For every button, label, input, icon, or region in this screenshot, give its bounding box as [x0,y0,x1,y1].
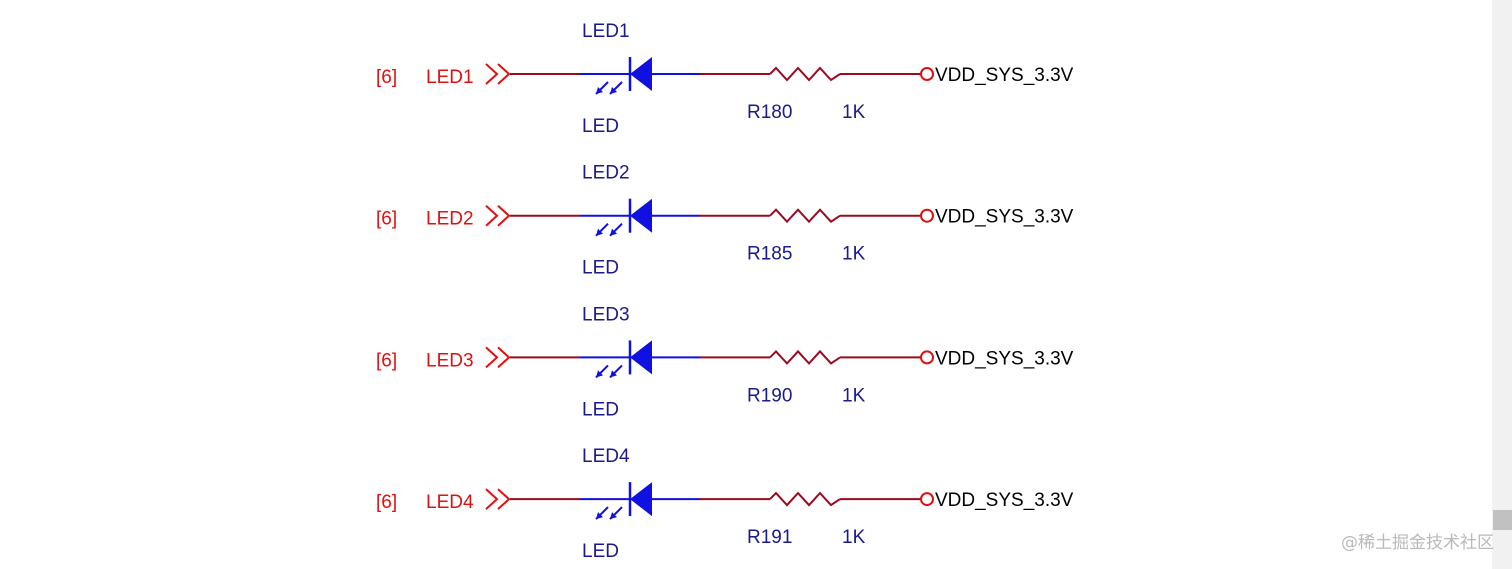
resistor-designator: R185 [747,244,792,265]
resistor-value: 1K [842,385,866,406]
port-connector-icon [485,488,511,510]
led-diode-icon [630,57,652,91]
sheet-reference: [6] [376,350,397,371]
led-diode-icon [630,198,652,233]
power-net-label: VDD_SYS_3.3V [935,65,1074,86]
led-value: LED [582,399,619,420]
scrollbar-thumb[interactable] [1493,510,1512,530]
led-designator: LED1 [582,21,630,42]
resistor-value: 1K [842,102,866,123]
power-net-label: VDD_SYS_3.3V [935,207,1074,228]
led-diode-icon [630,482,652,517]
port-connector-icon [485,63,511,85]
net-label: LED3 [426,350,474,371]
power-net-label: VDD_SYS_3.3V [935,348,1074,369]
resistor-icon [769,491,841,507]
arrow-head-icon [610,512,617,520]
resistor-designator: R191 [747,527,792,548]
arrow-head-icon [610,228,617,236]
scrollbar-track[interactable] [1492,0,1512,569]
sheet-reference: [6] [376,492,397,513]
net-label: LED1 [426,67,474,88]
led-designator: LED2 [582,163,630,184]
led-designator: LED4 [582,446,630,467]
arrow-head-icon [610,87,617,94]
power-terminal-icon [920,492,934,507]
led-diode-icon [630,340,652,375]
watermark-text: @稀土掘金技术社区 [1341,533,1494,553]
arrow-head-icon [596,87,603,94]
led-value: LED [582,116,619,137]
arrow-head-icon [596,370,603,378]
resistor-icon [769,208,841,224]
net-label: LED2 [426,209,474,230]
arrow-head-icon [596,512,603,520]
arrow-head-icon [596,228,603,236]
sheet-reference: [6] [376,209,397,230]
sheet-reference: [6] [376,67,397,88]
port-connector-icon [485,346,511,369]
power-net-label: VDD_SYS_3.3V [935,490,1074,511]
resistor-icon [769,66,841,82]
power-terminal-icon [920,208,934,223]
power-terminal-icon [920,350,934,365]
arrow-head-icon [610,370,617,378]
led-designator: LED3 [582,304,630,325]
resistor-value: 1K [842,244,866,265]
power-terminal-icon [920,67,934,81]
led-value: LED [582,258,619,279]
resistor-designator: R180 [747,102,792,123]
port-connector-icon [485,204,511,227]
led-value: LED [582,541,619,562]
resistor-icon [769,349,841,365]
net-label: LED4 [426,492,474,513]
resistor-designator: R190 [747,385,792,406]
resistor-value: 1K [842,527,866,548]
